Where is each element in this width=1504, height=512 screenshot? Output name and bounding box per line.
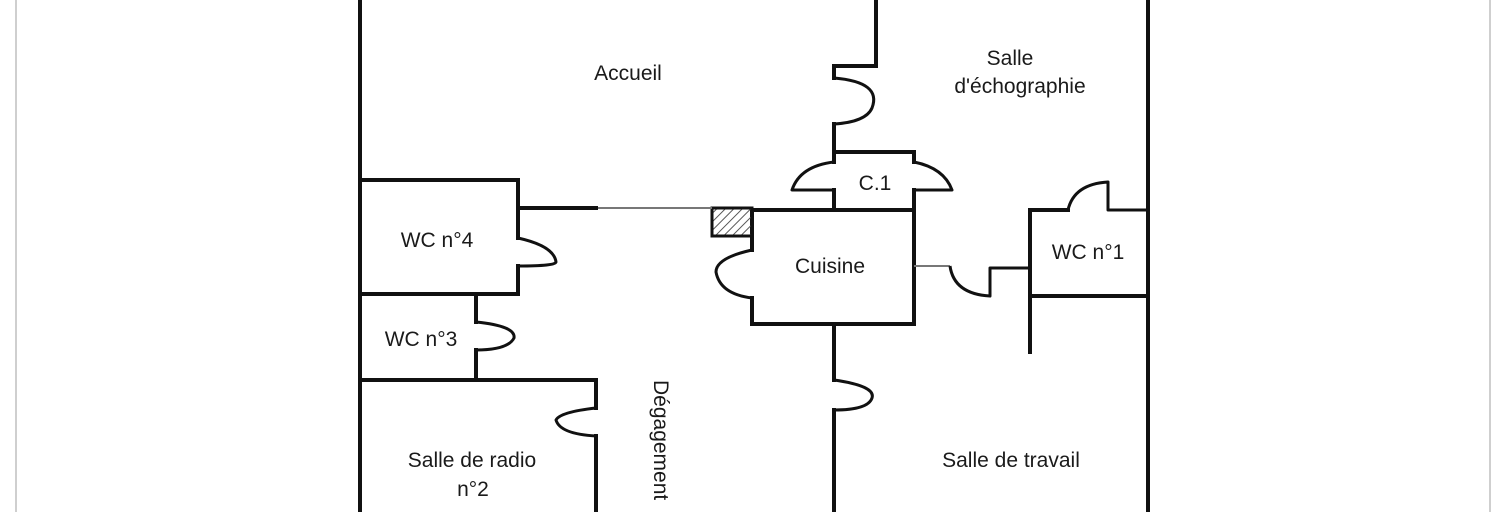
room-label-cuisine: Cuisine (795, 255, 865, 278)
wc1-walls (1028, 180, 1150, 354)
room-label-travail: Salle de travail (942, 449, 1080, 472)
radio-room-walls (554, 378, 598, 512)
room-label-accueil: Accueil (594, 62, 662, 85)
room-label-degagement: Dégagement (649, 380, 672, 500)
room-label-echographie-line1: Salle (987, 47, 1034, 70)
closet-c1 (790, 150, 954, 212)
room-label-wc4: WC n°4 (401, 229, 474, 252)
room-label-radio-line2: n°2 (457, 478, 489, 501)
room-label-wc1: WC n°1 (1052, 241, 1125, 264)
room-label-echographie-line2: d'échographie (954, 75, 1085, 98)
kitchen-to-wc1-wall (914, 265, 1030, 298)
kitchen-walls (596, 206, 916, 326)
hatched-block (710, 206, 754, 238)
room-label-c1: C.1 (859, 172, 892, 195)
outer-walls (358, 0, 1150, 512)
travail-partition (832, 322, 874, 512)
wc4-walls (358, 178, 598, 296)
wc3-walls (358, 292, 598, 382)
room-label-radio-line1: Salle de radio (408, 449, 536, 472)
room-label-wc3: WC n°3 (385, 328, 458, 351)
echo-partition (832, 0, 878, 164)
